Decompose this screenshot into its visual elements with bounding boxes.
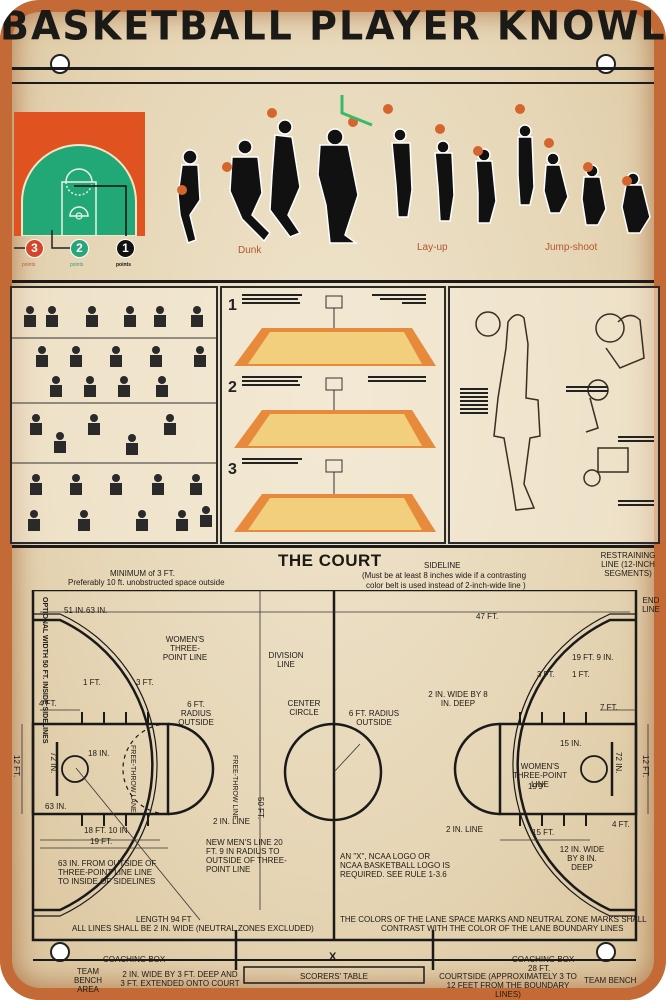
4ft-left-label: 4 FT. [39,699,57,708]
restraining-line-label: RESTRAINING LINE (12-INCH SEGMENTS) [600,551,656,578]
preferably-label: Preferably 10 ft. unobstructed space out… [68,578,225,587]
divider-line [12,82,654,84]
referee-signals-panel [10,286,218,544]
coaching-box-right-label: COACHING BOX [512,955,575,964]
courtside-label: COURTSIDE (APPROXIMATELY 3 TO 12 FEET FR… [439,972,577,999]
scorers-table-label: SCORERS' TABLE [300,972,368,981]
12ft-right-label: 12 FT. [641,755,650,778]
mounting-hole-top-right [596,54,616,74]
womens-three-point-right-label: WOMEN'S THREE-POINT LINE [512,762,568,789]
4ft-right-label: 4 FT. [612,820,630,829]
team-bench-left-label: TEAM BENCH AREA [73,967,102,994]
new-mens-line-label: NEW MEN'S LINE 20 FT. 9 IN RADIUS TO OUT… [206,838,287,874]
points-2-badge: 2 [70,239,89,258]
shooting-form-panel [448,286,660,544]
15ft-label: 15 FT. [532,828,555,837]
51in-label: 51 IN. [64,606,86,615]
divider-line [12,545,654,548]
72in-right-label: 72 IN. [614,752,623,774]
womens-three-point-label: WOMEN'S THREE-POINT LINE [162,635,208,662]
63in-note-label: 63 IN. FROM OUTSIDE OF THREE-POINT LINE … [58,859,157,886]
sideline-label: SIDELINE [424,561,461,570]
minimum-label: MINIMUM of 3 FT. [110,569,175,578]
ncaa-logo-label: AN "X", NCAA LOGO OR NCAA BASKETBALL LOG… [340,852,450,879]
18in-label: 18 IN. [88,749,110,758]
50ft-label: 50 FT. [256,797,265,820]
x-mark-label: X [329,951,337,963]
layup-label: Lay-up [417,242,448,253]
points-2-label: points [70,262,84,268]
divider-line [12,280,654,283]
19ft9-right-label: 19'9" [528,782,546,791]
free-throw-lane-label: FREE-THROW LANE [129,745,136,813]
points-1-badge: 1 [116,239,135,258]
15in-label: 15 IN. [560,739,582,748]
63in-top-label: 63 IN. [86,606,108,615]
colors-note-1: THE COLORS OF THE LANE SPACE MARKS AND N… [340,915,647,924]
points-3-label: points [22,262,36,268]
player-silhouettes [177,95,651,244]
length-94ft-label: LENGTH 94 FT [136,915,192,924]
2in-line-right-label: 2 IN. LINE [446,825,483,834]
6ft-radius-left-label: 6 FT. RADIUS OUTSIDE [178,700,214,727]
1ft-right-label: 1 FT. [572,670,590,679]
coaching-box-left-label: COACHING BOX [103,955,166,964]
division-line-label: DIVISION LINE [268,651,304,669]
shooting-form-illustration [460,311,654,511]
svg-text:1: 1 [228,297,237,314]
svg-text:2: 2 [228,379,237,396]
play-diagram-panel: 1 2 3 [220,286,446,544]
47ft-label: 47 FT. [476,612,499,621]
7ft-label: 7 FT. [600,703,618,712]
team-bench-right-label: TEAM BENCH [584,976,637,985]
colors-note-2: CONTRAST WITH THE COLOR OF THE LANE BOUN… [381,924,624,933]
72in-left-label: 72 IN. [49,752,58,774]
sideline-note-1: (Must be at least 8 inches wide if a con… [362,571,527,580]
2in-wide-8in-deep-label: 2 IN. WIDE BY 8 IN. DEEP [428,690,488,708]
63in-bottom-label: 63 IN. [45,802,67,811]
3ft-right-label: 3 FT. [537,670,555,679]
optional-width-label: OPTIONAL WIDTH 50 FT. INSIDE SIDELINES [41,597,48,744]
play-court-diagrams: 1 2 3 [228,294,436,532]
1ft-left-label: 1 FT. [83,678,101,687]
points-1-label: points [116,262,131,268]
mounting-hole-top-left [50,54,70,74]
2in-line-left-label: 2 IN. LINE [213,817,250,826]
divider-line [12,67,654,70]
3ft-left-label: 3 FT. [136,678,154,687]
all-lines-label: ALL LINES SHALL BE 2 IN. WIDE (NEUTRAL Z… [72,924,314,933]
6ft-radius-center-label: 6 FT. RADIUS OUTSIDE [348,709,400,727]
19ft9in-label: 19 FT. 9 IN. [572,653,614,662]
court-diagram [21,590,649,984]
jump-shoot-label: Jump-shoot [545,242,598,253]
court-heading: THE COURT [278,551,382,570]
end-line-label: END LINE [642,596,660,614]
18ft10in-label: 18 FT. 10 IN. [84,826,130,835]
dunk-label: Dunk [238,245,262,256]
sideline-note-2: color belt is used instead of 2-inch-wid… [366,581,526,590]
coaching-box-dims-label: 2 IN. WIDE BY 3 FT. DEEP AND 3 FT. EXTEN… [120,970,240,988]
svg-text:3: 3 [228,461,237,478]
free-throw-line-label: FREE-THROW LINE [231,755,238,820]
referee-signal-figures [12,306,216,531]
points-3-badge: 3 [25,239,44,258]
28ft-label: 28 FT. [528,964,551,973]
poster-title: BASKETBALL PLAYER KNOWLEDGE [0,2,666,50]
center-circle-label: CENTER CIRCLE [287,699,321,717]
12ft-left-label: 12 FT. [12,755,21,778]
points-court-graphic [14,112,145,237]
19ft-label: 19 FT. [90,837,113,846]
12in-wide-label: 12 IN. WIDE BY 8 IN. DEEP [559,845,605,872]
